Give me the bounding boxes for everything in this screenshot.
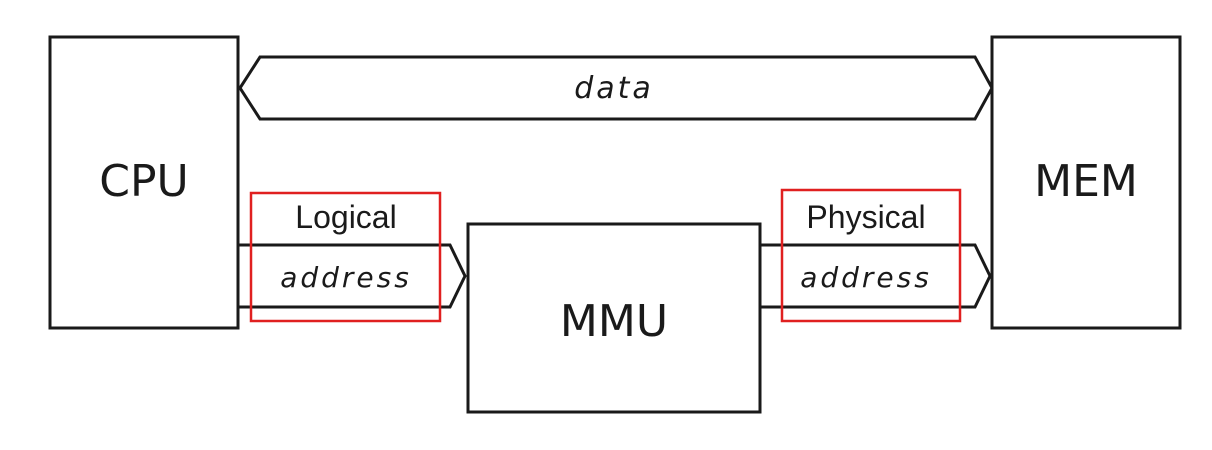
- mem-block: [990, 35, 1182, 330]
- physical-label: Physical: [806, 199, 925, 235]
- physical-address-highlight: [780, 188, 962, 323]
- cpu-block: [48, 35, 240, 330]
- logical-address-label: address: [280, 261, 412, 294]
- physical-address-label: address: [800, 261, 932, 294]
- data-bus-label: data: [574, 71, 654, 106]
- mem-label: MEM: [1034, 156, 1138, 207]
- logical-label: Logical: [295, 199, 396, 235]
- mmu-label: MMU: [560, 296, 668, 347]
- mmu-block: [466, 222, 762, 414]
- cpu-label: CPU: [99, 156, 188, 207]
- logical-address-highlight: [249, 191, 442, 323]
